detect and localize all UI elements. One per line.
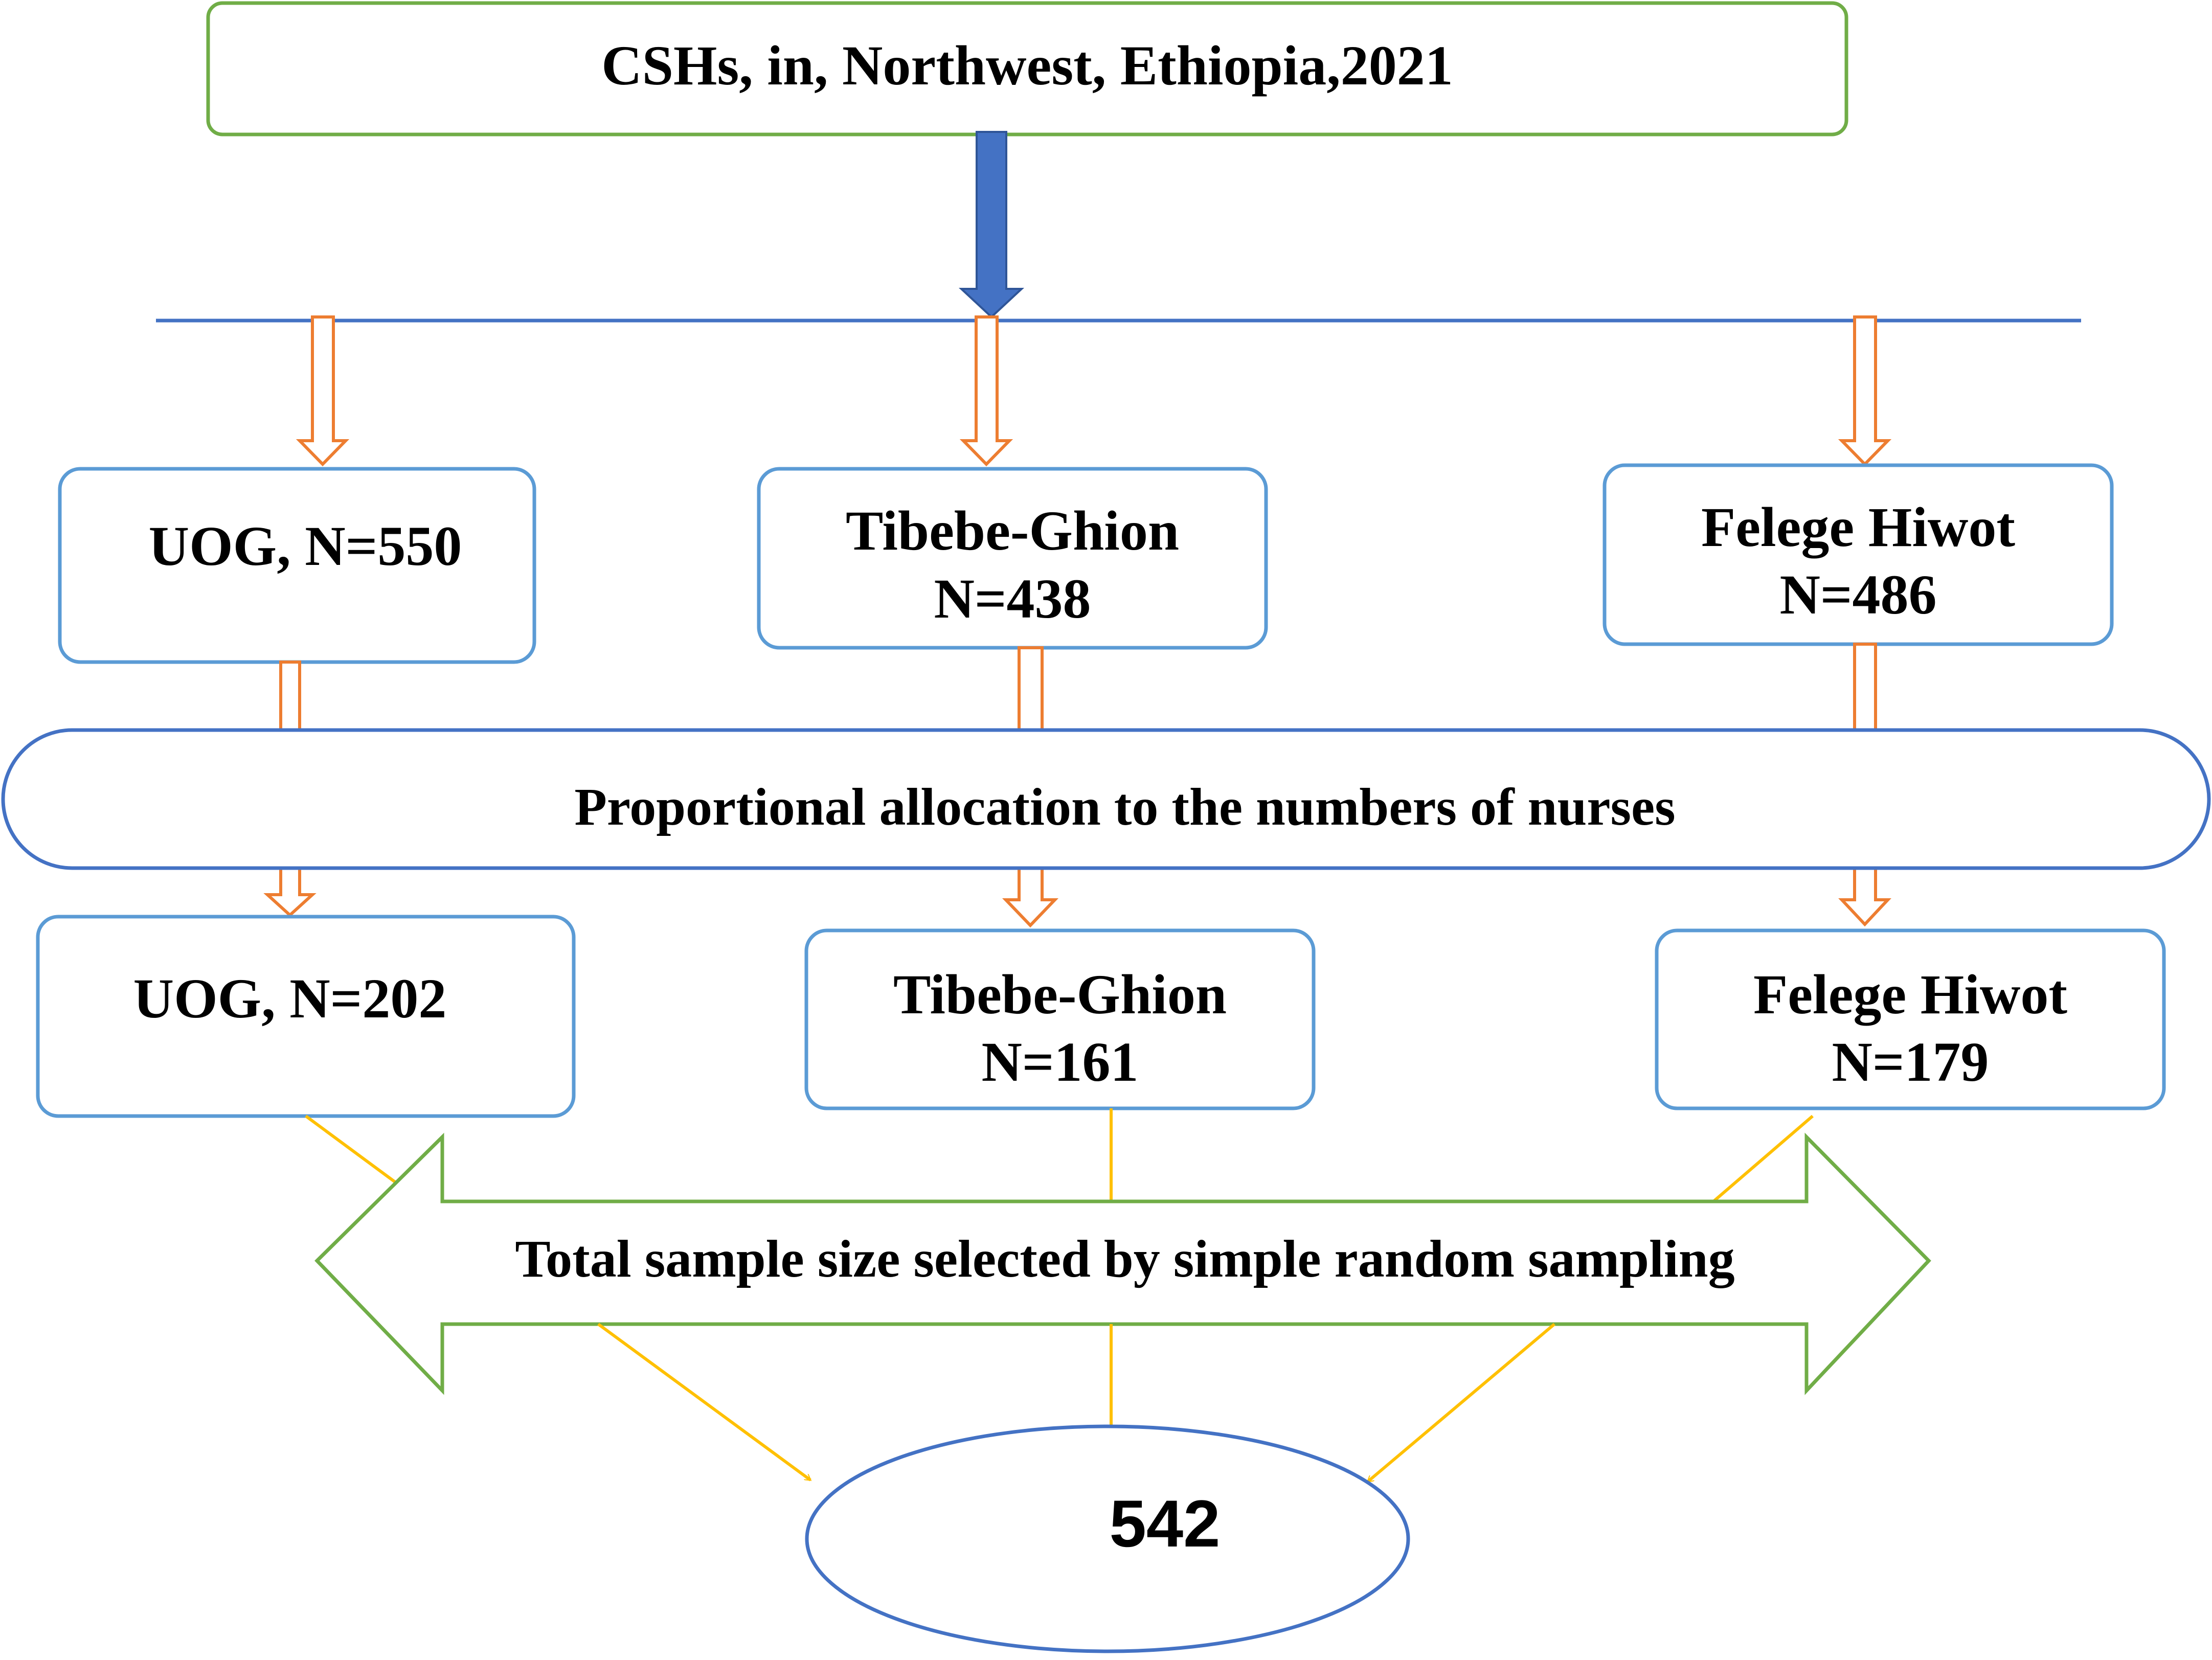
total-double-arrow: Total sample size selected by simple ran… bbox=[314, 1132, 1931, 1395]
hospital-tibebe-ghion-count: N=438 bbox=[934, 567, 1091, 630]
sample-uog-label: UOG, N=202 bbox=[133, 967, 447, 1030]
hospital-box-uog: UOG, N=550 bbox=[58, 467, 536, 664]
title-box-text: CSHs, in, Northwest, Ethiopia,2021 bbox=[601, 34, 1453, 97]
arrow-to-tibebe-ghion bbox=[959, 315, 1013, 467]
sample-tibebe-ghion-name: Tibebe-Ghion bbox=[893, 963, 1227, 1026]
sample-box-felege-hiwot: Felege Hiwot N=179 bbox=[1655, 928, 2166, 1110]
arrow-to-felege-hiwot bbox=[1838, 315, 1892, 467]
allocation-band: Proportional allocation to the numbers o… bbox=[1, 728, 2211, 870]
sample-box-uog: UOG, N=202 bbox=[36, 915, 576, 1118]
hospital-felege-hiwot-name: Felege Hiwot bbox=[1701, 496, 2015, 558]
connector-felege-hiwot-lower bbox=[1368, 1323, 1555, 1483]
total-ellipse: 542 bbox=[805, 1424, 1410, 1653]
connector-uog-lower bbox=[597, 1323, 810, 1482]
total-value: 542 bbox=[1110, 1486, 1221, 1561]
main-down-arrow bbox=[958, 131, 1025, 319]
total-arrow-text: Total sample size selected by simple ran… bbox=[515, 1230, 1734, 1288]
hospital-box-felege-hiwot: Felege Hiwot N=486 bbox=[1602, 463, 2114, 646]
sample-box-tibebe-ghion: Tibebe-Ghion N=161 bbox=[804, 928, 1316, 1110]
hospital-tibebe-ghion-name: Tibebe-Ghion bbox=[846, 499, 1179, 562]
hospital-box-tibebe-ghion: Tibebe-Ghion N=438 bbox=[757, 467, 1268, 650]
arrow-to-uog bbox=[296, 315, 350, 467]
sample-felege-hiwot-name: Felege Hiwot bbox=[1753, 963, 2067, 1026]
sample-tibebe-ghion-count: N=161 bbox=[981, 1031, 1138, 1093]
hospital-felege-hiwot-count: N=486 bbox=[1779, 563, 1936, 626]
hospital-uog-label: UOG, N=550 bbox=[149, 515, 462, 577]
title-box: CSHs, in, Northwest, Ethiopia,2021 bbox=[206, 1, 1848, 137]
allocation-text: Proportional allocation to the numbers o… bbox=[574, 778, 1675, 836]
sample-felege-hiwot-count: N=179 bbox=[1832, 1031, 1989, 1093]
